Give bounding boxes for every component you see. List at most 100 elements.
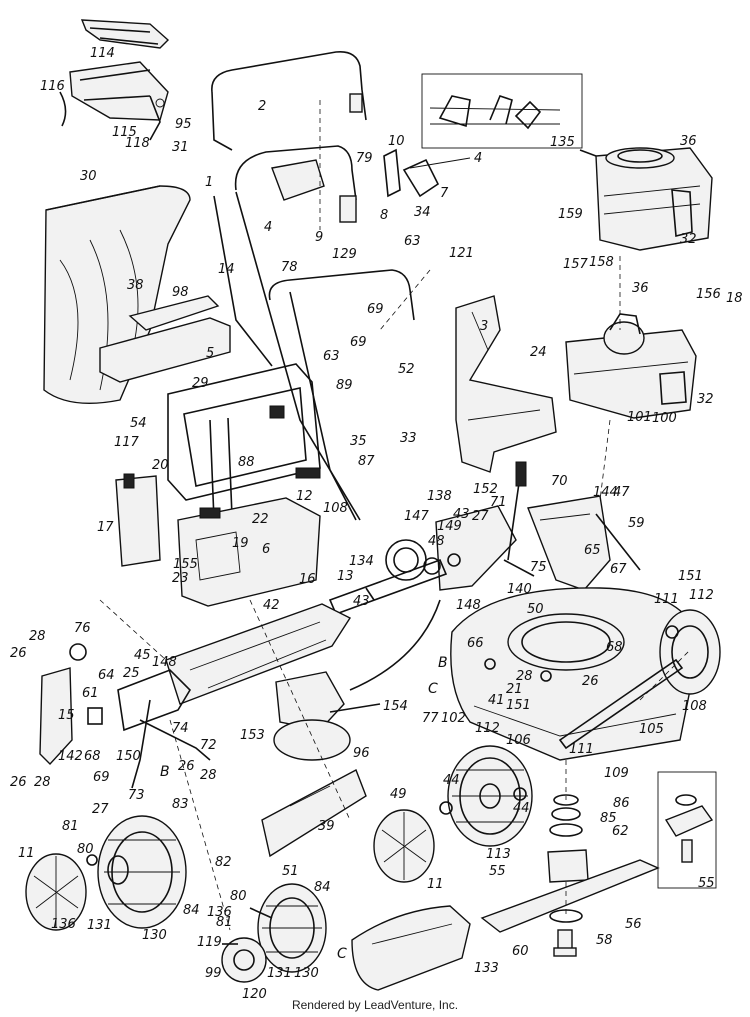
callout-2: 2 xyxy=(258,99,266,114)
callout-44: 44 xyxy=(443,773,460,788)
callout-105: 105 xyxy=(639,722,664,737)
callout-43: 43 xyxy=(453,507,470,522)
callout-99: 99 xyxy=(205,966,222,981)
callout-16: 16 xyxy=(299,572,316,587)
callout-142: 142 xyxy=(58,749,83,764)
callout-8: 8 xyxy=(380,208,388,223)
callout-27: 27 xyxy=(92,802,109,817)
callout-36: 36 xyxy=(680,134,697,149)
callout-108: 108 xyxy=(323,501,348,516)
callout-55: 55 xyxy=(698,876,715,891)
callout-56: 56 xyxy=(625,917,642,932)
callout-98: 98 xyxy=(172,285,189,300)
callout-64: 64 xyxy=(98,668,115,683)
callout-120: 120 xyxy=(242,987,267,1002)
discharge-chute xyxy=(165,603,352,705)
callout-32: 32 xyxy=(697,392,714,407)
bag-frame-handle xyxy=(59,19,170,141)
callout-111: 111 xyxy=(569,742,594,757)
callout-140: 140 xyxy=(507,582,532,597)
callout-133: 133 xyxy=(474,961,499,976)
callout-159: 159 xyxy=(558,207,583,222)
callout-69: 69 xyxy=(93,770,110,785)
callout-47: 47 xyxy=(613,485,630,500)
grass-bag xyxy=(43,185,231,404)
callout-32: 32 xyxy=(680,232,697,247)
callout-155: 155 xyxy=(173,557,198,572)
adapter-inset xyxy=(657,771,717,889)
callout-68: 68 xyxy=(606,640,623,655)
callout-34: 34 xyxy=(414,205,431,220)
callout-134: 134 xyxy=(349,554,374,569)
callout-71: 71 xyxy=(490,495,507,510)
callout-26: 26 xyxy=(10,775,27,790)
callout-119: 119 xyxy=(197,935,222,950)
callout-135: 135 xyxy=(550,135,575,150)
callout-148: 148 xyxy=(152,655,177,670)
rear-right-wheel xyxy=(558,609,721,750)
callout-51: 51 xyxy=(282,864,299,879)
callout-63: 63 xyxy=(404,234,421,249)
callout-151: 151 xyxy=(506,698,531,713)
callout-78: 78 xyxy=(281,260,298,275)
callout-153: 153 xyxy=(240,728,265,743)
callout-30: 30 xyxy=(80,169,97,184)
assembly-lines xyxy=(99,100,691,931)
callout-69: 69 xyxy=(367,302,384,317)
callout-48: 48 xyxy=(428,534,445,549)
callout-28: 28 xyxy=(516,669,533,684)
callout-14: 14 xyxy=(218,262,235,277)
mulch-plug xyxy=(351,905,471,991)
callout-21: 21 xyxy=(506,682,523,697)
callout-33: 33 xyxy=(400,431,417,446)
callout-114: 114 xyxy=(90,46,115,61)
callout-112: 112 xyxy=(689,588,714,603)
callout-84: 84 xyxy=(314,880,331,895)
callout-96: 96 xyxy=(353,746,370,761)
footer-credit: Rendered by LeadVenture, Inc. xyxy=(291,998,459,1012)
callout-28: 28 xyxy=(34,775,51,790)
callout-113: 113 xyxy=(486,847,511,862)
callout-83: 83 xyxy=(172,797,189,812)
callout-5: 5 xyxy=(206,346,214,361)
left-front-wheel xyxy=(221,883,327,983)
bag-frame xyxy=(167,363,321,521)
callout-144: 144 xyxy=(593,485,618,500)
callout-59: 59 xyxy=(628,516,645,531)
callout-3: 3 xyxy=(480,319,488,334)
callout-88: 88 xyxy=(238,455,255,470)
callout-26: 26 xyxy=(178,759,195,774)
callout-106: 106 xyxy=(506,733,531,748)
callout-18: 18 xyxy=(726,291,743,306)
callout-36: 36 xyxy=(632,281,649,296)
callout-108: 108 xyxy=(682,699,707,714)
callout-75: 75 xyxy=(530,560,547,575)
callout-77: 77 xyxy=(422,711,439,726)
callout-87: 87 xyxy=(358,454,375,469)
callout-111: 111 xyxy=(654,592,679,607)
callout-89: 89 xyxy=(336,378,353,393)
callout-138: 138 xyxy=(427,489,452,504)
callout-19: 19 xyxy=(232,536,249,551)
callout-C: C xyxy=(337,946,347,962)
callout-84: 84 xyxy=(183,903,200,918)
left-rear-wheel xyxy=(25,815,187,931)
callout-C: C xyxy=(428,681,438,697)
callout-24: 24 xyxy=(530,345,547,360)
callout-4: 4 xyxy=(474,151,482,166)
blade-control xyxy=(273,599,441,761)
callout-1: 1 xyxy=(205,175,213,190)
callout-130: 130 xyxy=(142,928,167,943)
callout-31: 31 xyxy=(172,140,189,155)
callout-28: 28 xyxy=(29,629,46,644)
callout-10: 10 xyxy=(388,134,405,149)
callout-61: 61 xyxy=(82,686,99,701)
callout-116: 116 xyxy=(40,79,65,94)
callout-50: 50 xyxy=(527,602,544,617)
callout-102: 102 xyxy=(441,711,466,726)
callout-115: 115 xyxy=(112,125,137,140)
callout-74: 74 xyxy=(172,721,189,736)
callout-41: 41 xyxy=(488,693,505,708)
callout-B: B xyxy=(438,655,448,671)
rear-door xyxy=(455,295,557,473)
